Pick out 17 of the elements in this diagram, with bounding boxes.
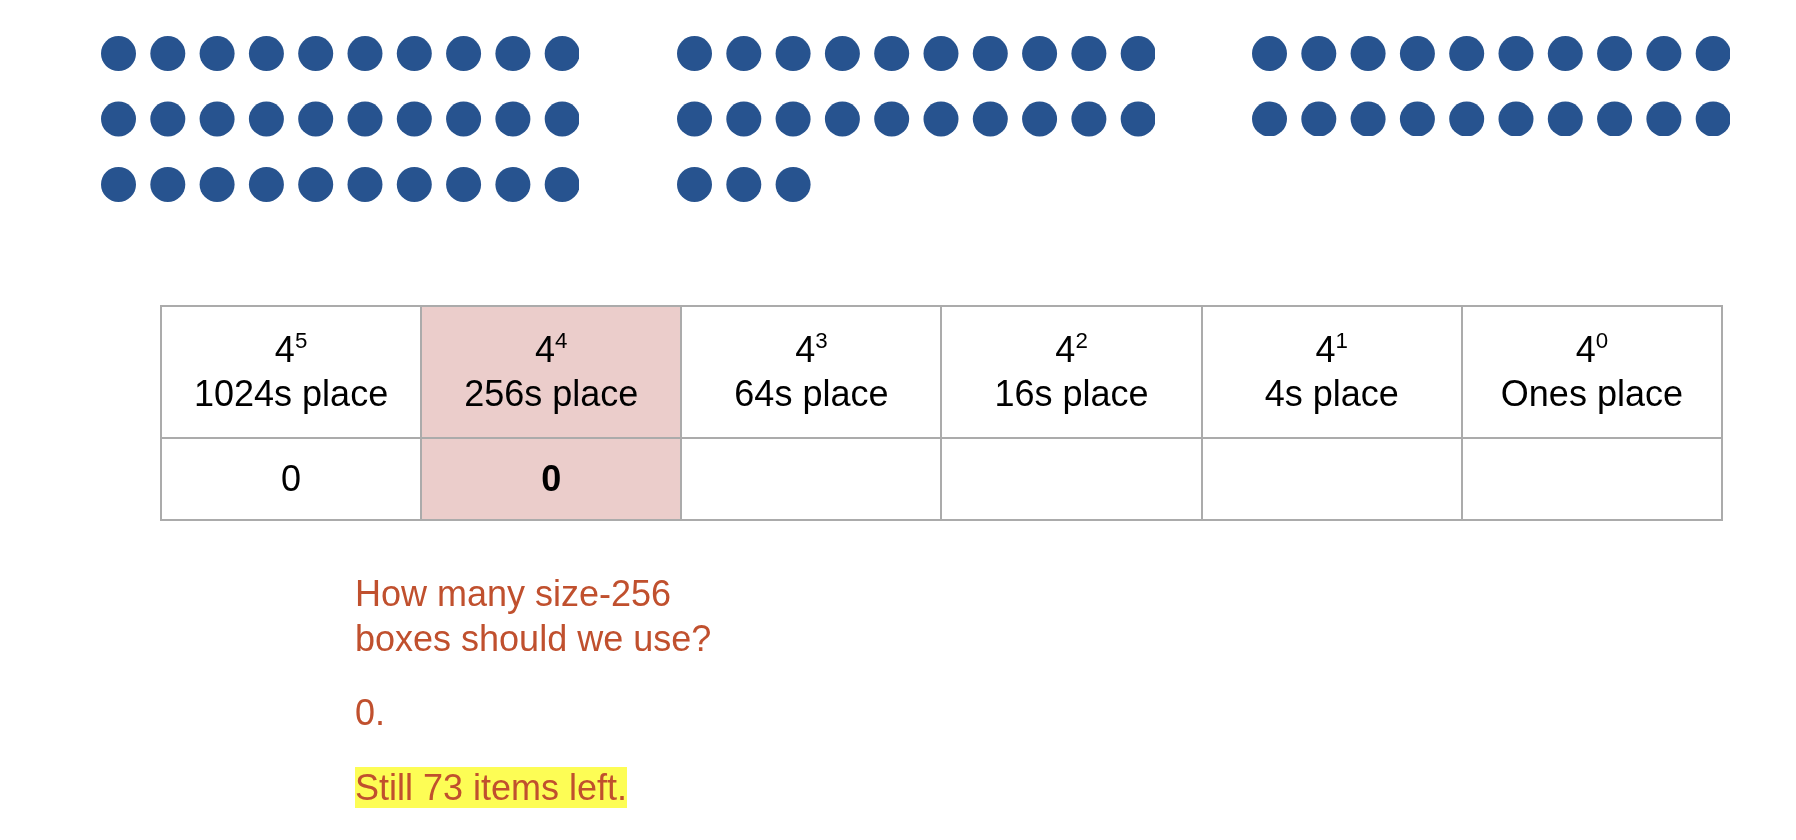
power-label: 4$^{1}$	[1315, 328, 1348, 372]
place-name: 64s place	[734, 372, 889, 416]
power-label: 4$^{0}$	[1575, 328, 1609, 372]
power-label: 4$^{3}$	[795, 328, 828, 372]
place-name: 16s place	[994, 372, 1149, 416]
question-text: How many size-256 boxes should we use?	[355, 572, 713, 661]
place-name: 256s place	[464, 372, 639, 416]
digit-value: 0	[541, 457, 562, 501]
power-label: 4$^{2}$	[1055, 328, 1088, 372]
answer-text: 0.	[355, 691, 386, 735]
digit-value: 0	[281, 457, 302, 501]
place-name: 4s place	[1264, 372, 1399, 416]
place-name: Ones place	[1500, 372, 1683, 416]
power-label: 4$^{5}$	[274, 328, 308, 372]
power-label: 4$^{4}$	[535, 328, 568, 372]
remaining-note: Still 73 items left.	[355, 767, 628, 808]
place-name: 1024s place	[194, 372, 389, 416]
